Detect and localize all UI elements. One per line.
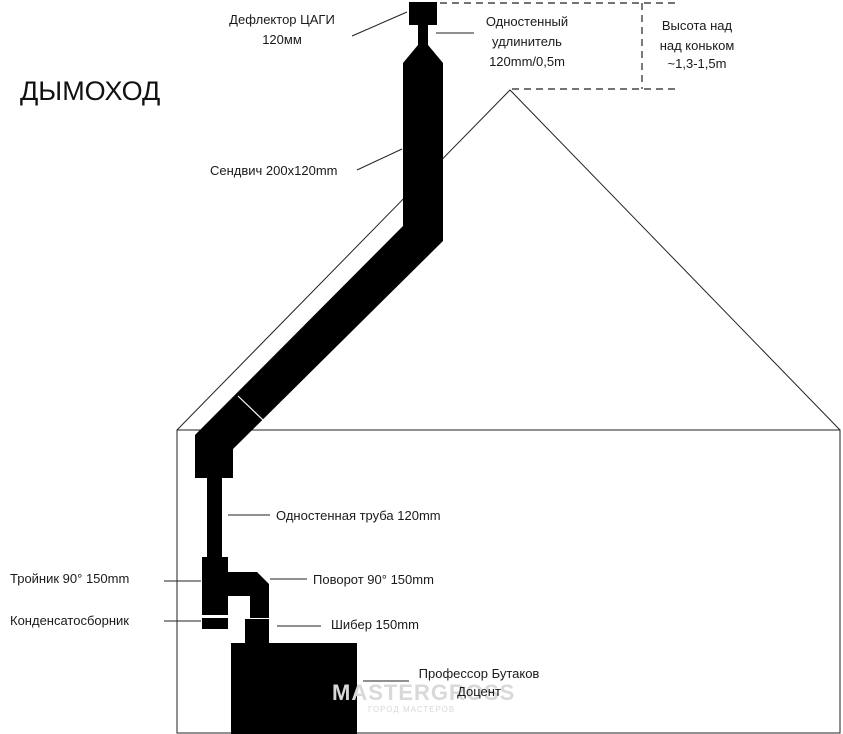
tee-label: Тройник 90° 150mm bbox=[10, 571, 129, 586]
elbow-label: Поворот 90° 150mm bbox=[313, 572, 434, 587]
extender-cone bbox=[403, 45, 443, 63]
extender-label-line2: удлинитель bbox=[492, 34, 562, 49]
single-wall-extender bbox=[418, 25, 428, 45]
elbow-90 bbox=[228, 572, 269, 618]
stove bbox=[231, 643, 357, 734]
house-outline bbox=[176, 89, 841, 734]
diagram-title: ДЫМОХОД bbox=[20, 76, 160, 106]
pipe-adapter bbox=[195, 449, 233, 478]
tee-90 bbox=[202, 557, 228, 615]
height-label-line1: Высота над bbox=[662, 18, 733, 33]
damper-label: Шибер 150mm bbox=[331, 617, 419, 632]
single-wall-pipe bbox=[207, 478, 222, 557]
single-pipe-label: Одностенная труба 120mm bbox=[276, 508, 441, 523]
condensate-label: Конденсатосборник bbox=[10, 613, 129, 628]
author-label-line1: Профессор Бутаков bbox=[419, 666, 540, 681]
height-indicator bbox=[440, 2, 680, 90]
damper bbox=[245, 619, 269, 643]
deflector-leader bbox=[351, 11, 408, 37]
height-label-line3: ~1,3-1,5m bbox=[668, 56, 727, 71]
watermark: MASTERGROSS bbox=[332, 680, 515, 705]
deflector-label-line2: 120мм bbox=[262, 32, 302, 47]
chimney bbox=[195, 2, 443, 734]
sandwich-joint bbox=[237, 395, 265, 422]
roof-outline bbox=[176, 89, 841, 431]
sandwich-leader bbox=[356, 148, 403, 171]
leader-lines bbox=[164, 11, 474, 682]
extender-label-line1: Одностенный bbox=[486, 14, 568, 29]
height-label-line2: над коньком bbox=[660, 38, 735, 53]
deflector-label-line1: Дефлектор ЦАГИ bbox=[229, 12, 335, 27]
watermark-subtitle: ГОРОД МАСТЕРОВ bbox=[368, 705, 455, 714]
sandwich-pipe bbox=[195, 63, 443, 449]
extender-label-line3: 120mm/0,5m bbox=[489, 54, 565, 69]
author-label-line2: Доцент bbox=[457, 684, 501, 699]
deflector bbox=[409, 2, 437, 25]
condensate-collector bbox=[202, 618, 228, 629]
sandwich-label: Сендвич 200х120mm bbox=[210, 163, 337, 178]
